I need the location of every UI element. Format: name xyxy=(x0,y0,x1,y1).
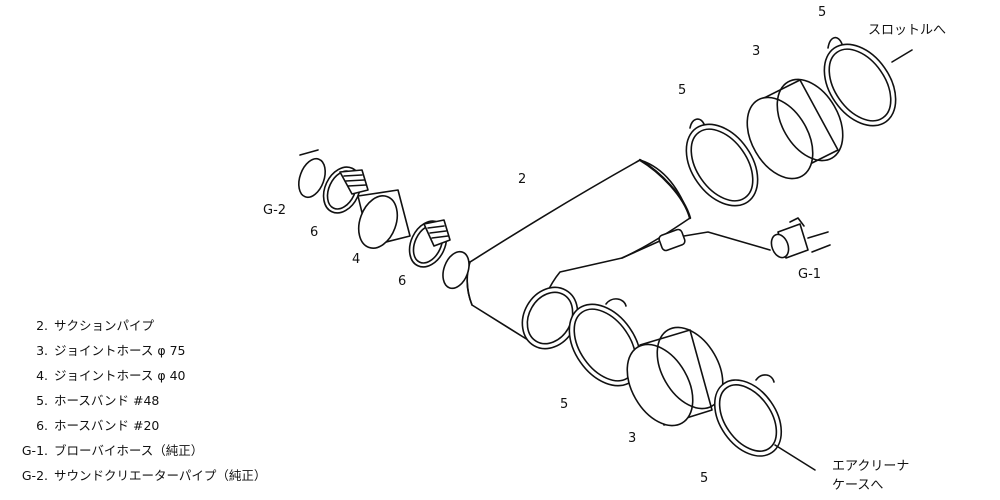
suction-pipe xyxy=(442,158,692,350)
joint-hose-40 xyxy=(357,189,411,249)
label-part-5-b: 5 xyxy=(678,83,687,98)
hose-band-48-lower-b xyxy=(713,374,783,457)
legend-item: 5.ホースバンド #48 xyxy=(36,393,160,408)
label-part-2: 2 xyxy=(518,172,527,187)
blowby-nipple xyxy=(658,228,771,252)
throttle-lead-line xyxy=(891,49,913,63)
sound-creator-pipe xyxy=(298,149,326,199)
label-part-g1: G-1 xyxy=(798,267,822,282)
label-to-aircleaner-1: エアクリーナ xyxy=(832,459,910,474)
label-part-3-bottom: 3 xyxy=(628,431,637,446)
legend-item: 6.ホースバンド #20 xyxy=(36,418,160,433)
label-to-aircleaner-2: ケースへ xyxy=(832,478,884,493)
hose-band-20-left xyxy=(322,166,369,214)
label-part-3-top: 3 xyxy=(752,44,761,59)
parts-legend: 2.サクションパイプ 3.ジョイントホース φ 75 4.ジョイントホース φ … xyxy=(6,313,267,488)
label-part-g2: G-2 xyxy=(263,203,287,218)
joint-hose-75-upper xyxy=(746,78,844,180)
legend-item: G-1.ブローバイホース（純正） xyxy=(21,443,204,458)
label-part-6-b: 6 xyxy=(398,274,407,289)
legend-item: G-2.サウンドクリエーターパイプ（純正） xyxy=(21,468,267,483)
legend-item: 3.ジョイントホース φ 75 xyxy=(36,343,186,358)
aircleaner-lead-line xyxy=(774,444,816,471)
blowby-hose xyxy=(770,217,831,259)
joint-hose-75-lower xyxy=(626,326,724,427)
label-part-5-a: 5 xyxy=(818,5,827,20)
hose-band-20-right xyxy=(408,219,451,268)
legend-item: 4.ジョイントホース φ 40 xyxy=(36,368,186,383)
label-part-5-d: 5 xyxy=(700,471,709,486)
label-part-4: 4 xyxy=(352,252,361,267)
label-part-6-a: 6 xyxy=(310,225,319,240)
hose-band-48-upper-a xyxy=(685,118,759,207)
hose-band-48-upper-b xyxy=(823,36,897,127)
legend-item: 2.サクションパイプ xyxy=(36,318,155,333)
label-part-5-c: 5 xyxy=(560,397,569,412)
label-to-throttle: スロットルへ xyxy=(868,23,947,38)
